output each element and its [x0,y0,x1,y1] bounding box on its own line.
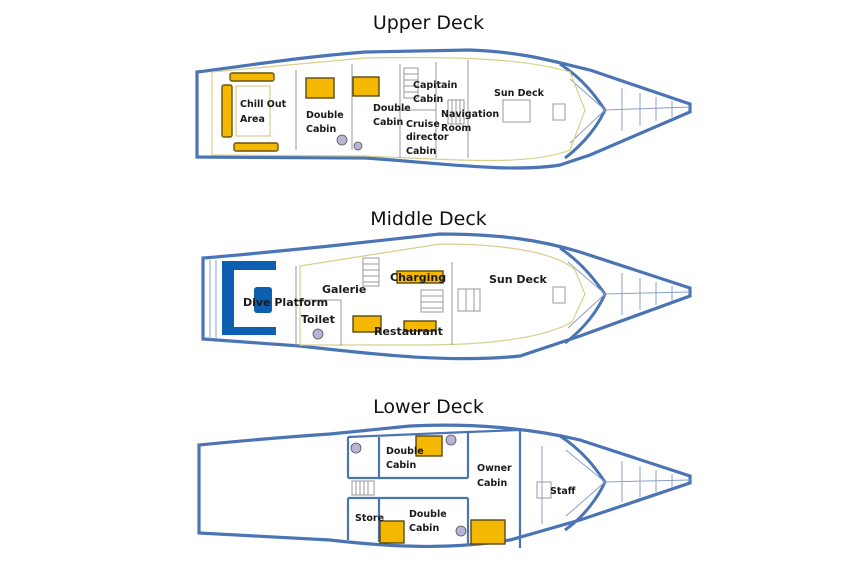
lower-deck-title: Lower Deck [373,396,484,418]
cruise-director-label: Cruise [406,119,440,130]
bed-icon [470,519,506,545]
double-cabin-label: Cabin [306,124,336,135]
bed-icon [415,435,443,457]
toilet-label: Toilet [301,313,335,326]
charging-label: Charging [390,271,446,284]
upper-deck: Chill Out Area Double Cabin Double Cabin… [195,48,692,170]
stairs-icon [403,67,465,125]
double-cabin-label: Cabin [409,523,439,534]
toilet-icon [350,434,467,537]
double-cabin-label: Double [306,110,344,121]
owner-cabin-label: Cabin [477,478,507,489]
bed-icon [379,520,405,544]
dive-platform [222,261,276,335]
galerie-label: Galerie [322,283,366,296]
upper-bow-rail [559,62,607,160]
middle-deck: Galerie Charging Sun Deck Dive Platform … [201,232,692,361]
toilet-icon [336,134,363,151]
upper-hull [195,48,692,170]
double-cabin-label: Cabin [373,117,403,128]
staff-label: Staff [550,486,576,497]
hatch-icon [502,99,531,123]
double-cabin-label: Double [373,103,411,114]
navigation-room-label: Room [441,123,471,134]
hatch-icon [536,481,552,499]
stairs-icon [351,480,375,496]
capitain-cabin-label: Capitain [413,80,458,91]
toilet-icon [312,328,324,340]
hatch-icon [552,103,566,121]
cruise-director-label: Cabin [406,146,436,157]
bed-icon [305,77,335,99]
lower-deck: Double Cabin Owner Cabin Staff Store Dou… [197,423,692,549]
capitain-cabin-label: Cabin [413,94,443,105]
lower-bow-rigging [541,446,691,524]
lower-hull [197,423,692,549]
cruise-director-label: director [406,132,449,143]
restaurant-table [352,315,382,333]
middle-deck-title: Middle Deck [370,208,487,230]
dive-platform-label: Dive Platform [243,296,328,309]
middle-inner-line [299,243,586,346]
double-cabin-label: Double [386,446,424,457]
owner-cabin-label: Owner [477,463,512,474]
double-cabin-label: Cabin [386,460,416,471]
middle-bow-rigging [567,261,691,329]
restaurant-table [403,320,437,332]
chill-out-label: Chill Out [240,99,287,110]
lower-cabin-walls [346,428,522,548]
upper-deck-title: Upper Deck [372,12,485,34]
upper-bow-rigging [569,78,691,144]
chill-out-area-label: Area [240,114,265,125]
stairs-icon [362,257,481,313]
sun-deck-label: Sun Deck [489,273,548,286]
middle-hull [201,232,692,361]
sun-deck-label: Sun Deck [494,88,545,99]
restaurant-label: Restaurant [374,325,443,338]
bed-icon [352,76,380,97]
store-label: Store [355,513,384,524]
charging-table [396,270,444,284]
navigation-room-label: Navigation [441,109,499,120]
sofa-icon [221,72,279,152]
double-cabin-label: Double [409,509,447,520]
chill-out-table [235,85,271,137]
hatch-icon [552,286,566,304]
upper-inner-line [211,56,586,162]
